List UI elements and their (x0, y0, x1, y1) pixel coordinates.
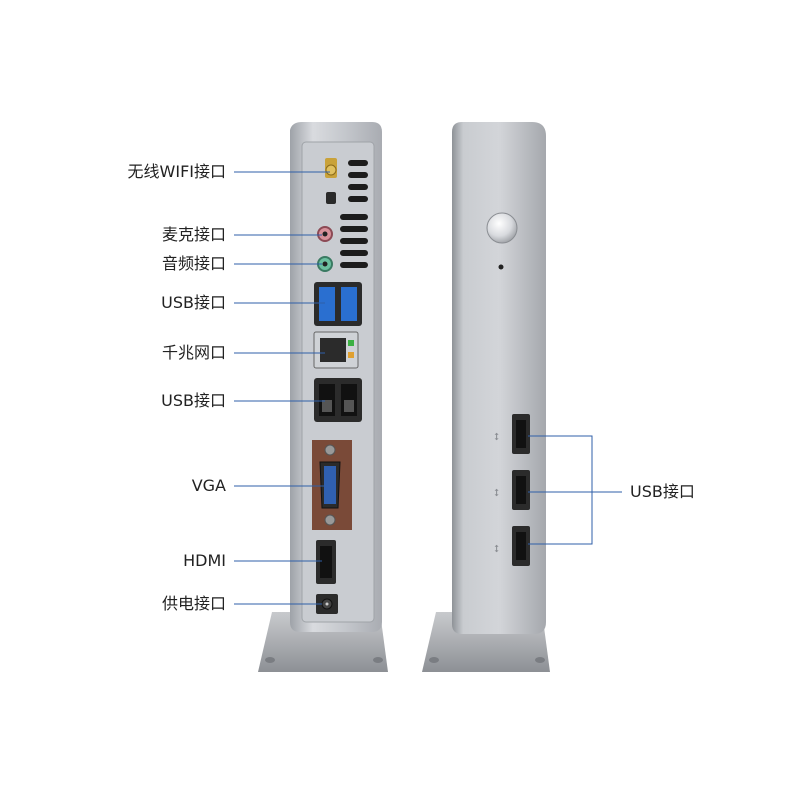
label-power: 供电接口 (161, 594, 226, 613)
vent-slots (340, 160, 368, 268)
svg-text:⭥: ⭥ (494, 432, 499, 443)
label-wifi: 无线WIFI接口 (127, 162, 226, 181)
wifi-antenna-connector (325, 158, 337, 178)
leader-lines (234, 171, 622, 605)
svg-text:⭥: ⭥ (494, 488, 499, 499)
power-button (486, 212, 518, 244)
label-mic: 麦克接口 (161, 225, 226, 244)
label-usb-rear-1: USB接口 (161, 293, 226, 312)
front-usb-port (512, 526, 530, 566)
label-lan: 千兆网口 (161, 343, 226, 362)
front-usb-port (512, 414, 530, 454)
power-led (498, 264, 504, 270)
front-usb-ports (512, 414, 530, 566)
usb3-ports (314, 282, 362, 326)
label-hdmi: HDMI (183, 551, 226, 570)
lan-port (313, 331, 359, 369)
lock-slot-icon (326, 192, 336, 204)
front-chassis-shell (452, 122, 546, 634)
label-audio: 音频接口 (161, 254, 226, 273)
front-view-device: ⭥ ⭥ ⭥ (422, 122, 550, 672)
label-usb-front: USB接口 (630, 482, 695, 501)
vga-port (312, 440, 352, 530)
usb-symbol-icons: ⭥ ⭥ ⭥ (494, 432, 499, 555)
hdmi-port (316, 540, 336, 584)
label-usb-rear-2: USB接口 (161, 391, 226, 410)
svg-text:⭥: ⭥ (494, 544, 499, 555)
rear-view-device (258, 122, 388, 672)
usb2-ports (314, 378, 362, 422)
front-usb-port (512, 470, 530, 510)
label-vga: VGA (191, 476, 226, 495)
